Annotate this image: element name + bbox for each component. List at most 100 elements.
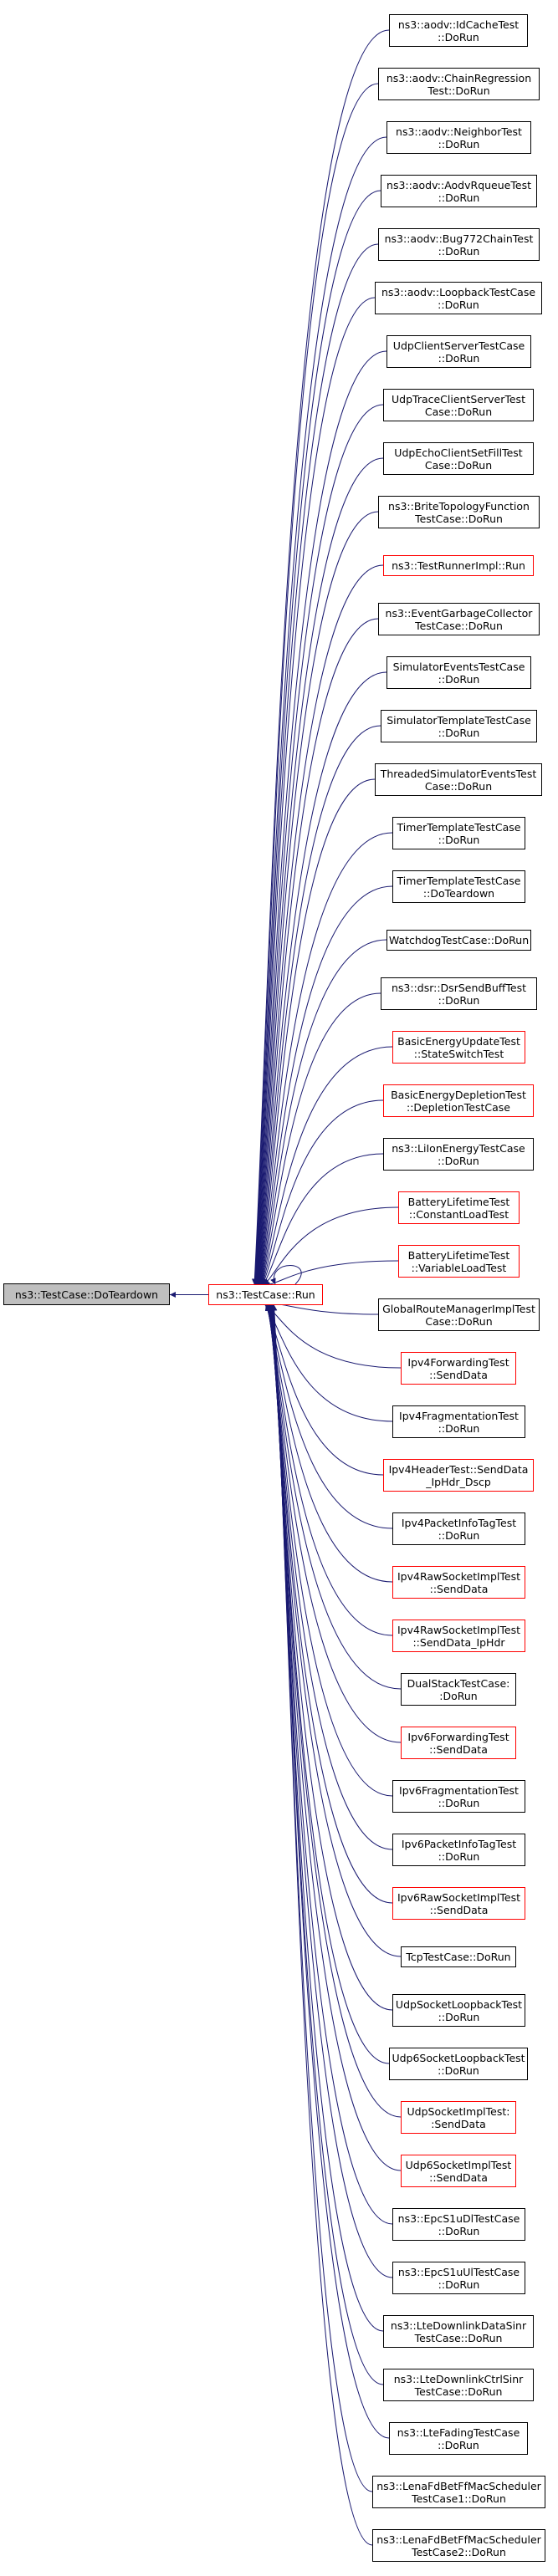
node-label-line: Ipv4RawSocketImplTest [397, 1623, 520, 1636]
edge-caller-2-to-hub [252, 136, 387, 1285]
node-label-line: ns3::EpcS1uDlTestCase [397, 2211, 520, 2225]
caller-ns3-aodv-neighbortest-dorun[interactable]: ns3::aodv::NeighborTest::DoRun [387, 121, 531, 154]
edge-caller-5-to-hub [253, 297, 376, 1285]
caller-ipv4packetinfotagtest-dorun[interactable]: Ipv4PacketInfoTagTest::DoRun [392, 1512, 525, 1545]
caller-basicenergydepletiontest-depletiontestcase[interactable]: BasicEnergyDepletionTest::DepletionTestC… [383, 1084, 534, 1117]
edge-caller-7-to-hub [254, 404, 384, 1285]
node-label-line: ::DoRun [438, 1796, 480, 1809]
edge-caller-15-to-hub [259, 832, 393, 1285]
node-label-line: :DoRun [439, 1689, 478, 1702]
node-label-line: TestCase::DoRun [415, 512, 503, 525]
edge-caller-12-to-hub [257, 671, 387, 1285]
caller-simulatoreventstestcase-dorun[interactable]: SimulatorEventsTestCase::DoRun [387, 656, 531, 689]
edge-caller-23-to-hub [264, 1260, 399, 1288]
node-label-line: WatchdogTestCase::DoRun [388, 934, 530, 946]
caller-ipv6forwardingtest-senddata[interactable]: Ipv6ForwardingTest::SendData [401, 1727, 516, 1759]
caller-ns3-dsr-dsrsendbufftest-dorun[interactable]: ns3::dsr::DsrSendBuffTest::DoRun [381, 977, 537, 1010]
node-label-line: TestCase::DoRun [415, 619, 503, 632]
node-label-line: ::SendData [429, 1582, 489, 1595]
caller-ipv4headertest-senddata-iphdr-dscp[interactable]: Ipv4HeaderTest::SendData_IpHdr_Dscp [383, 1459, 534, 1492]
caller-ns3-ltefadingtestcase-dorun[interactable]: ns3::LteFadingTestCase::DoRun [389, 2422, 528, 2455]
node-label-line: ns3::aodv::AodvRqueueTest [387, 178, 531, 191]
node-label-line: ::SendData [429, 1368, 488, 1381]
caller-ns3-aodv-aodvrqueuetest-dorun[interactable]: ns3::aodv::AodvRqueueTest::DoRun [381, 175, 537, 207]
caller-ipv6rawsocketimpltest-senddata[interactable]: Ipv6RawSocketImplTest::SendData [392, 1887, 525, 1920]
caller-udpsocketimpltest-senddata[interactable]: UdpSocketImplTest::SendData [401, 2101, 516, 2134]
caller-ipv6fragmentationtest-dorun[interactable]: Ipv6FragmentationTest::DoRun [392, 1780, 525, 1813]
node-label-line: ::DoRun [438, 351, 480, 365]
caller-udp6socketloopbacktest-dorun[interactable]: Udp6SocketLoopbackTest::DoRun [389, 2048, 528, 2080]
caller-batterylifetimetest-variableloadtest[interactable]: BatteryLifetimeTest::VariableLoadTest [398, 1245, 520, 1278]
edge-caller-18-to-hub [260, 992, 381, 1285]
node-label-line: ns3::LteFadingTestCase [397, 2426, 520, 2439]
node-label-line: ns3::LteDownlinkDataSinr [390, 2318, 527, 2332]
caller-timertemplatetestcase-doteardown[interactable]: TimerTemplateTestCase::DoTeardown [392, 870, 525, 903]
caller-ns3-epcs1uultestcase-dorun[interactable]: ns3::EpcS1uUlTestCase::DoRun [392, 2262, 525, 2294]
node-label-line: ns3::aodv::NeighborTest [396, 125, 522, 138]
node-label-line: ns3::LteDownlinkCtrlSinr [393, 2372, 524, 2385]
caller-batterylifetimetest-constantloadtest[interactable]: BatteryLifetimeTest::ConstantLoadTest [398, 1191, 520, 1224]
node-label-line: _IpHdr_Dscp [426, 1475, 491, 1488]
caller-udpsocketloopbacktest-dorun[interactable]: UdpSocketLoopbackTest::DoRun [392, 1994, 525, 2027]
edge-caller-16-to-hub [259, 885, 393, 1285]
edge-caller-0-to-hub [251, 29, 390, 1285]
node-label-line: Udp6SocketLoopbackTest [392, 2051, 525, 2064]
caller-ipv4rawsocketimpltest-senddata[interactable]: Ipv4RawSocketImplTest::SendData [392, 1566, 525, 1599]
node-label-line: Ipv4HeaderTest::SendData [388, 1462, 529, 1476]
node-label-line: ns3::LenaFdBetFfMacScheduler [376, 2479, 541, 2492]
edge-caller-6-to-hub [254, 350, 387, 1285]
node-label-line: ns3::TestCase::DoTeardown [14, 1288, 159, 1301]
node-label-line: SimulatorEventsTestCase [392, 660, 525, 673]
node-label-line: ::DoRun [438, 1154, 479, 1167]
node-label-line: :SendData [431, 2117, 486, 2130]
caller-udp6socketimpltest-senddata[interactable]: Udp6SocketImplTest::SendData [401, 2155, 516, 2187]
caller-ns3-testrunnerimpl-run[interactable]: ns3::TestRunnerImpl::Run [383, 555, 534, 576]
node-label-line: ns3::TestCase::Run [216, 1288, 315, 1301]
node-label-line: UdpSocketImplTest: [407, 2104, 510, 2118]
caller-udpclientservertestcase-dorun[interactable]: UdpClientServerTestCase::DoRun [387, 335, 531, 368]
caller-ipv6packetinfotagtest-dorun[interactable]: Ipv6PacketInfoTagTest::DoRun [392, 1834, 525, 1866]
node-label-line: Ipv4ForwardingTest [407, 1355, 509, 1369]
node-label-line: Case::DoRun [424, 779, 493, 793]
caller-watchdogtestcase-dorun[interactable]: WatchdogTestCase::DoRun [387, 930, 531, 951]
node-label-line: ::DepletionTestCase [407, 1100, 510, 1114]
caller-ipv4fragmentationtest-dorun[interactable]: Ipv4FragmentationTest::DoRun [392, 1405, 525, 1438]
node-label-line: BasicEnergyUpdateTest [397, 1034, 520, 1048]
node-label-line: Ipv4FragmentationTest [399, 1409, 519, 1422]
node-hub-ns3-testcase-run[interactable]: ns3::TestCase::Run [208, 1284, 323, 1305]
caller-timertemplatetestcase-dorun[interactable]: TimerTemplateTestCase::DoRun [392, 817, 525, 849]
node-label-line: ::DoRun [438, 2278, 480, 2291]
caller-tcptestcase-dorun[interactable]: TcpTestCase::DoRun [401, 1946, 516, 1967]
node-label-line: ::SendData [429, 1903, 489, 1916]
caller-ns3-aodv-bug772chaintest-dorun[interactable]: ns3::aodv::Bug772ChainTest::DoRun [378, 228, 540, 261]
caller-ipv4rawsocketimpltest-senddata-iphdr[interactable]: Ipv4RawSocketImplTest::SendData_IpHdr [392, 1620, 525, 1652]
caller-ns3-aodv-loopbacktestcase-dorun[interactable]: ns3::aodv::LoopbackTestCase::DoRun [375, 282, 542, 314]
caller-simulatortemplatetestcase-dorun[interactable]: SimulatorTemplateTestCase::DoRun [381, 710, 537, 742]
edge-caller-9-to-hub [255, 511, 379, 1285]
caller-ns3-liionenergytestcase-dorun[interactable]: ns3::LiIonEnergyTestCase::DoRun [383, 1138, 534, 1171]
node-label-line: ::SendData [429, 2170, 488, 2184]
caller-ipv4forwardingtest-senddata[interactable]: Ipv4ForwardingTest::SendData [401, 1352, 516, 1385]
node-label-line: SimulatorTemplateTestCase [387, 713, 531, 727]
node-label-line: ::DoRun [438, 2224, 480, 2237]
edge-caller-8-to-hub [255, 457, 384, 1285]
caller-ns3-epcs1udltestcase-dorun[interactable]: ns3::EpcS1uDlTestCase::DoRun [392, 2208, 525, 2241]
caller-dualstacktestcase-dorun[interactable]: DualStackTestCase::DoRun [401, 1673, 516, 1706]
caller-ns3-aodv-idcachetest-dorun[interactable]: ns3::aodv::IdCacheTest::DoRun [389, 14, 528, 47]
node-label-line: Ipv6RawSocketImplTest [397, 1890, 520, 1904]
node-label-line: TimerTemplateTestCase [397, 874, 521, 887]
edge-hub-self-loop [270, 1265, 302, 1285]
edge-caller-38-to-hub [268, 1304, 390, 2064]
caller-basicenergyupdatetest-stateswitchtest[interactable]: BasicEnergyUpdateTest::StateSwitchTest [392, 1031, 525, 1064]
